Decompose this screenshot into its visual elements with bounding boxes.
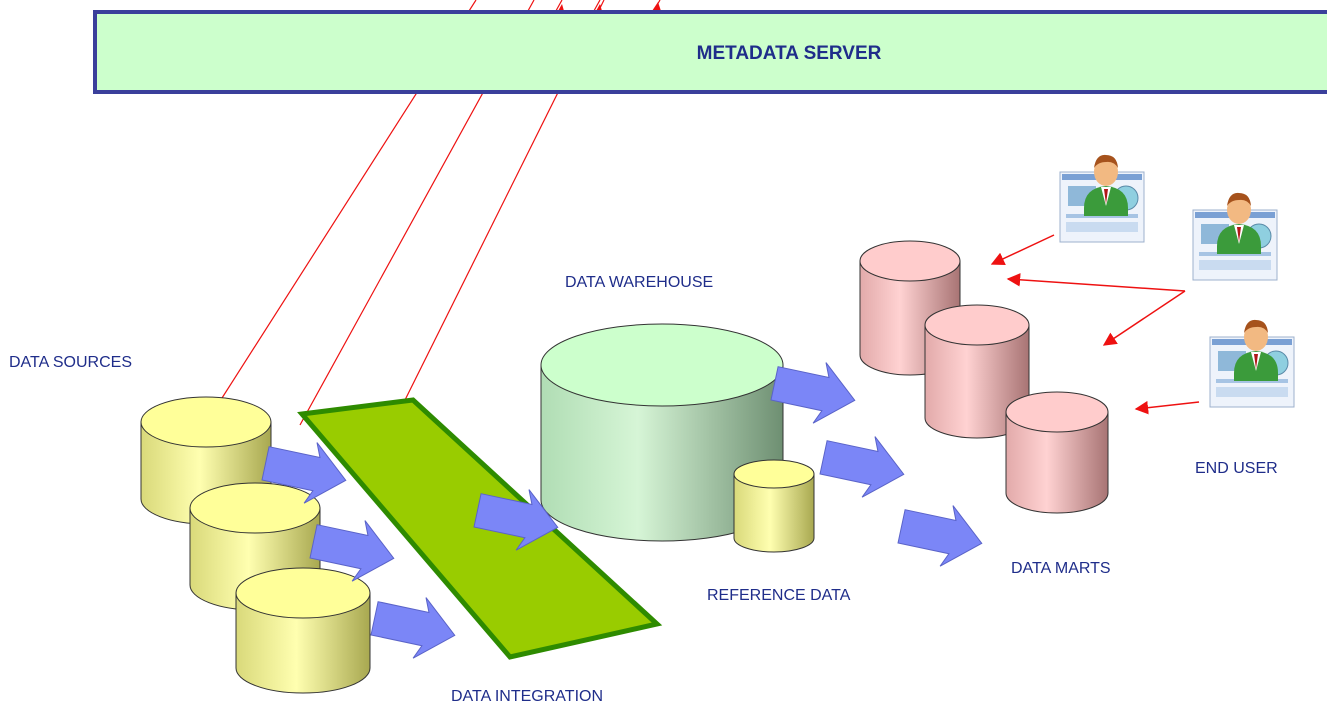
flow-arrow-icon <box>894 495 989 575</box>
user-report-icon <box>1059 154 1145 243</box>
metadata-server: METADATA SERVER <box>93 10 1327 94</box>
label-data-marts: DATA MARTS <box>1011 560 1111 577</box>
database-icon <box>1005 391 1109 514</box>
label-data-integration: DATA INTEGRATION <box>451 688 603 705</box>
flow-arrow-icon <box>816 426 911 506</box>
user-report-icon <box>1209 319 1295 408</box>
label-data-sources: DATA SOURCES <box>9 354 132 371</box>
data-warehouse <box>540 323 784 542</box>
metadata-server-label: METADATA SERVER <box>697 43 882 64</box>
data-sources <box>140 396 371 694</box>
user-report-icon <box>1192 192 1278 281</box>
label-data-warehouse: DATA WAREHOUSE <box>565 274 713 291</box>
end-users <box>1059 154 1295 408</box>
data-marts <box>859 240 1109 514</box>
reference-data <box>733 459 815 553</box>
database-icon <box>235 567 371 694</box>
label-end-user: END USER <box>1195 460 1278 477</box>
label-reference-data: REFERENCE DATA <box>707 587 851 604</box>
access-arrows <box>990 234 1200 415</box>
flow-arrow-icon <box>367 587 462 667</box>
